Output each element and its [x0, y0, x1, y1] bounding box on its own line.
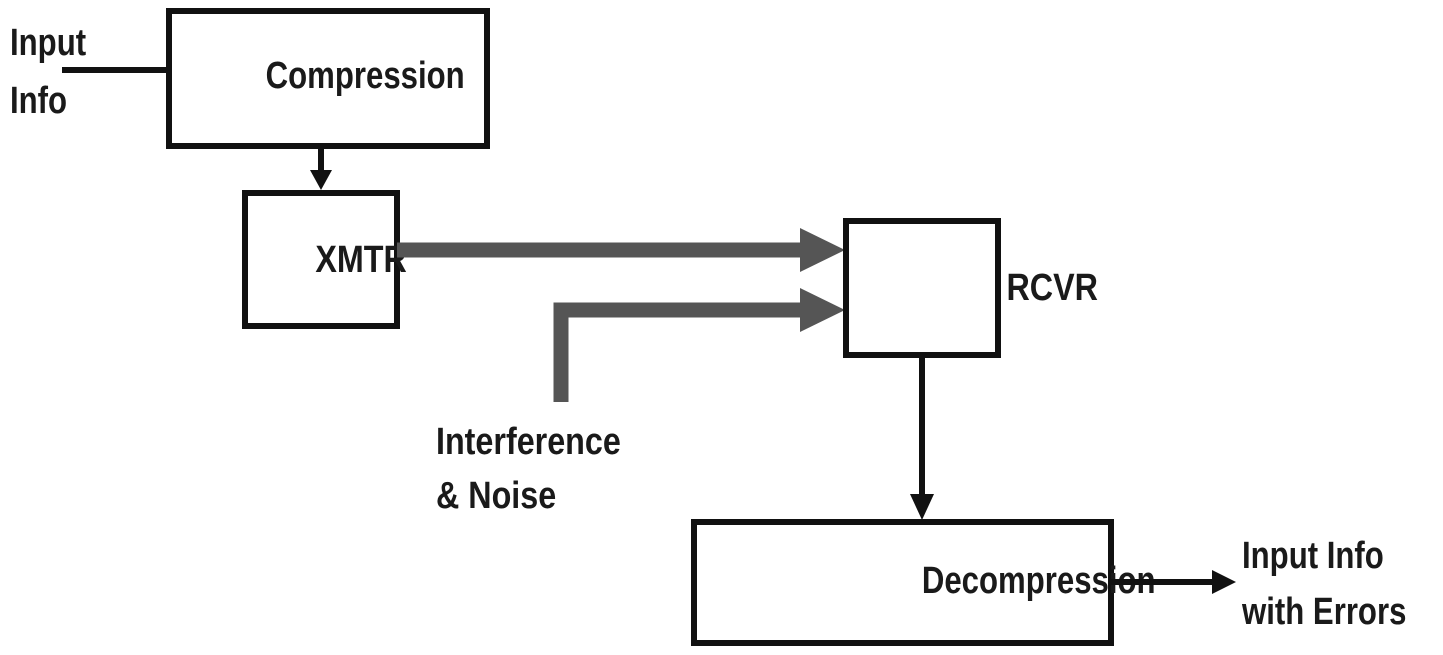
- interference-to-rcvr-arrow: [553, 288, 845, 402]
- rcvr-box: [843, 218, 1001, 358]
- output-info-label: Input Info with Errors: [1241, 535, 1406, 633]
- rcvr-to-decompression-arrowhead: [910, 494, 934, 520]
- xmtr-label: XMTR: [315, 239, 406, 281]
- compression-to-xmtr-arrow: [310, 146, 332, 190]
- interference-to-rcvr-arrowhead: [800, 288, 845, 332]
- xmtr-block: XMTR: [242, 190, 407, 329]
- output-arrow: [1111, 570, 1236, 594]
- xmtr-to-rcvr-arrowhead: [800, 228, 845, 272]
- compression-box: [166, 8, 490, 149]
- xmtr-to-rcvr-arrow: [397, 228, 845, 272]
- interference-noise-label: Interference & Noise: [436, 421, 621, 517]
- xmtr-box: [242, 190, 400, 329]
- compression-to-xmtr-arrowhead: [310, 170, 332, 190]
- decompression-block: Decompression: [691, 519, 1156, 646]
- input-info-label: Input Info: [10, 22, 86, 122]
- output-label-line1: Input Info: [1242, 535, 1384, 577]
- input-label-line2: Info: [10, 80, 67, 122]
- output-label-line2: with Errors: [1241, 591, 1406, 633]
- interference-label-line2: & Noise: [436, 475, 556, 517]
- compression-label: Compression: [266, 55, 465, 97]
- rcvr-to-decompression-arrow: [910, 355, 934, 520]
- compression-block: Compression: [166, 8, 490, 149]
- interference-label-line1: Interference: [436, 421, 621, 463]
- output-arrowhead: [1212, 570, 1236, 594]
- interference-to-rcvr-line: [553, 302, 805, 402]
- decompression-box: [691, 519, 1114, 646]
- rcvr-block: RCVR: [843, 218, 1098, 358]
- rcvr-label: RCVR: [1006, 267, 1097, 309]
- input-label-line1: Input: [10, 22, 86, 64]
